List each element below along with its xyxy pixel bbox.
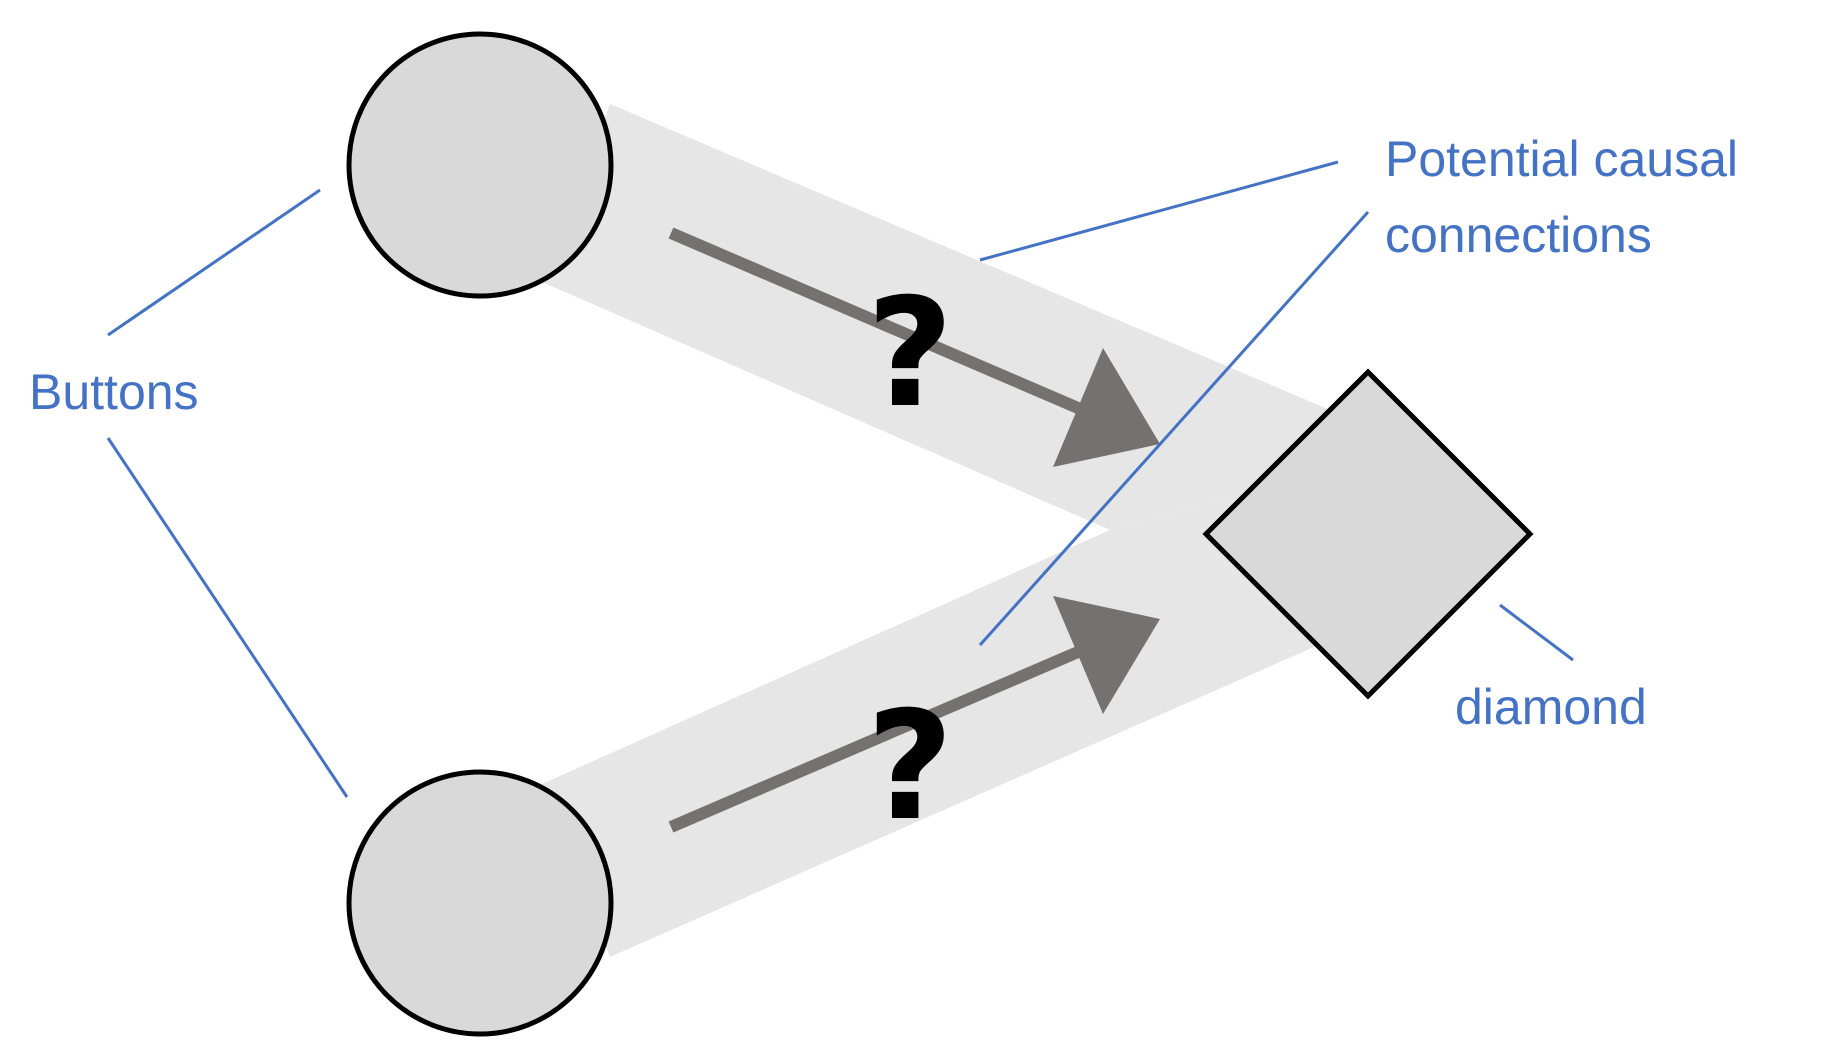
- diamond-shape: [1202, 368, 1534, 700]
- buttons-label: Buttons: [29, 364, 199, 420]
- arrow-bottom-shaft: [668, 643, 1088, 833]
- button-top: [346, 31, 614, 299]
- leader-line-connections-top: [979, 160, 1339, 262]
- question-mark-top: ?: [866, 267, 953, 441]
- leader-line-diamond: [1499, 603, 1574, 662]
- leader-line-connections-bottom: [978, 210, 1370, 647]
- question-mark-bottom: ?: [866, 680, 953, 854]
- leader-line-buttons-top: [107, 188, 321, 337]
- leader-line-buttons-bottom: [106, 437, 349, 798]
- diamond-label: diamond: [1455, 679, 1647, 735]
- arrow-top-head: [1053, 348, 1160, 467]
- leader-lines: [106, 160, 1574, 798]
- arrow-bottom-head: [1053, 596, 1160, 714]
- connections-label-line1: Potential causal: [1385, 131, 1738, 187]
- connections-label-line2: connections: [1385, 207, 1652, 263]
- arrow-top-shaft: [668, 227, 1088, 417]
- button-bottom: [346, 769, 614, 1037]
